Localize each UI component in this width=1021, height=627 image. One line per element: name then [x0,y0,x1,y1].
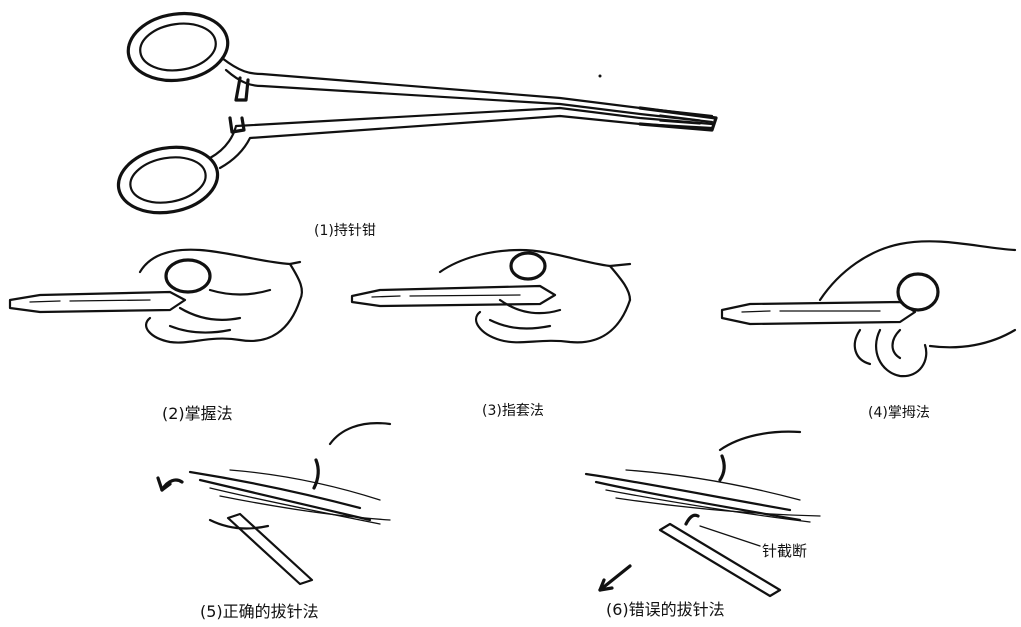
finger-ring-grip-drawing [352,250,630,342]
caption-panel-6: (6)错误的拔针法 [606,596,725,620]
caption-panel-4: (4)掌拇法 [868,402,930,422]
needle-holder-drawing [113,7,716,220]
caption-panel-5: (5)正确的拔针法 [200,598,319,622]
wrong-extraction-drawing [586,432,820,596]
correct-extraction-drawing [158,423,390,584]
caption-panel-2: (2)掌握法 [162,400,233,424]
palm-thumb-grip-drawing [722,241,1015,376]
caption-panel-3: (3)指套法 [482,400,544,420]
needle-break-label: 针截断 [762,540,807,561]
caption-panel-1: (1)持针钳 [314,220,376,240]
palm-grip-drawing [10,250,302,343]
